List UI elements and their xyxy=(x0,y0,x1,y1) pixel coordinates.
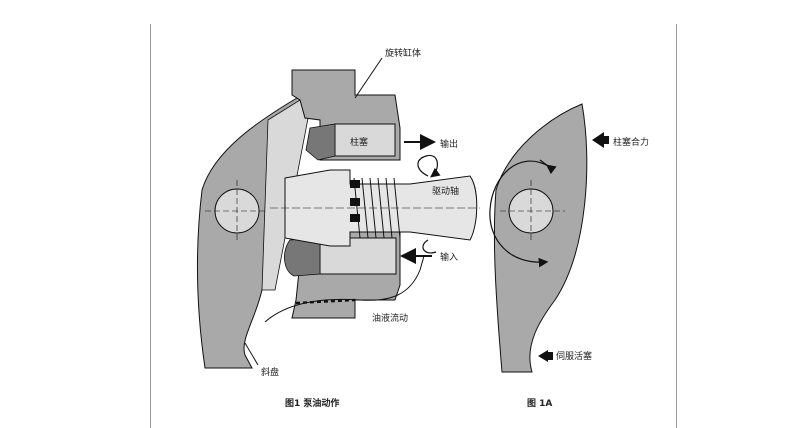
right-margin-rule xyxy=(676,24,677,428)
shaft-rotation-arrow xyxy=(417,154,441,178)
piston-force-arrow xyxy=(592,132,604,148)
fig1a-swashplate-shape xyxy=(493,103,588,373)
label-oil-flow: 油液流动 xyxy=(372,314,409,324)
upper-piston xyxy=(334,123,396,157)
oil-flow-line xyxy=(264,255,425,323)
cylinder-block-leader xyxy=(354,57,383,99)
caption-figure-1a: 图 1A xyxy=(527,399,553,409)
label-swashplate: 斜盘 xyxy=(261,368,280,378)
oil-flow-dashed xyxy=(295,298,356,305)
label-servo-piston: 伺服活塞 xyxy=(556,352,593,362)
lower-slipper xyxy=(284,237,321,277)
servo-piston-arrow xyxy=(538,350,548,362)
label-output: 输出 xyxy=(440,140,459,150)
label-input: 输入 xyxy=(440,253,459,263)
lower-piston xyxy=(319,237,397,275)
label-piston-force: 柱塞合力 xyxy=(613,138,650,148)
left-margin-rule xyxy=(150,24,151,428)
label-cylinder-block: 旋转缸体 xyxy=(385,49,422,59)
label-drive-shaft: 驱动轴 xyxy=(432,187,460,197)
caption-figure-1: 图1 泵油动作 xyxy=(285,399,340,409)
label-piston: 柱塞 xyxy=(350,138,369,148)
fig1a-rotation-arrow xyxy=(489,160,549,268)
upper-slipper xyxy=(305,123,336,161)
swashplate-leader xyxy=(244,342,259,366)
